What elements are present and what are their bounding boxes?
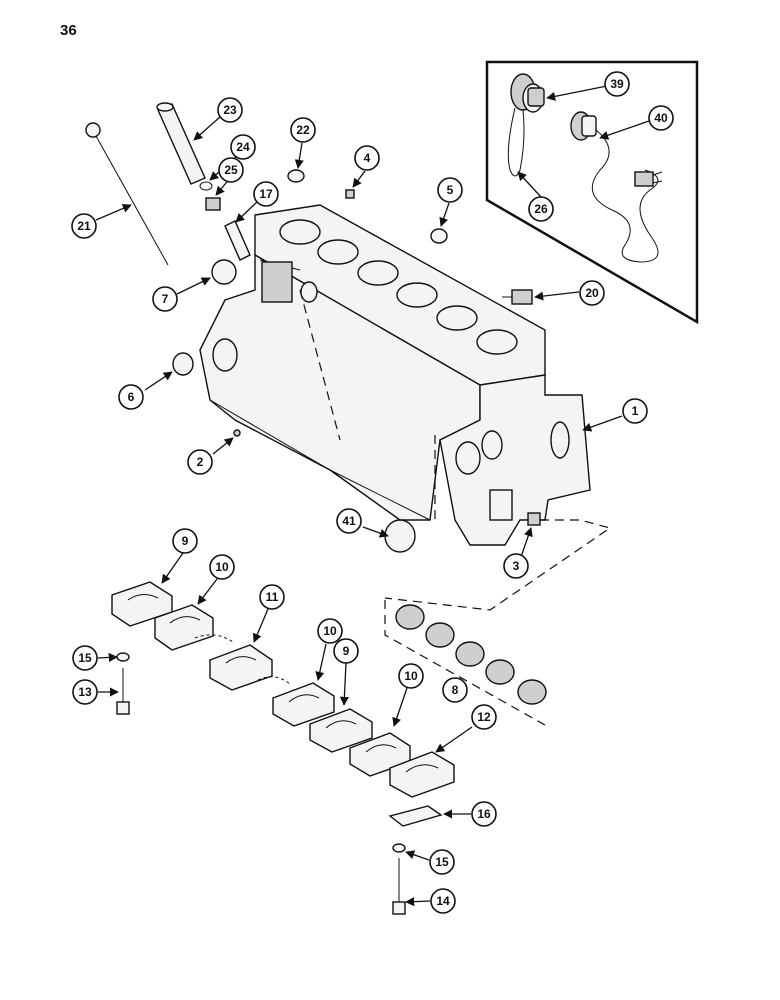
svg-text:26: 26 (534, 202, 548, 216)
pin-2 (233, 429, 241, 437)
bearing-group-outline (384, 600, 546, 726)
svg-text:11: 11 (266, 590, 279, 604)
callout-21: 41 (336, 508, 362, 534)
svg-text:24: 24 (236, 140, 250, 154)
dowel-3 (527, 512, 541, 526)
callout-16: 16 (471, 801, 497, 827)
washer-15-a (116, 652, 130, 662)
callout-11: 11 (259, 584, 285, 610)
camshaft-bushings-8 (395, 604, 547, 705)
callout-39: 26 (528, 196, 554, 222)
cylinder-bores (279, 219, 518, 355)
page-number: 36 (60, 22, 77, 39)
callout-26: 25 (218, 157, 244, 183)
tube-17 (224, 220, 251, 261)
plug-7 (211, 259, 237, 285)
bolt-14 (392, 858, 406, 915)
callout-12: 12 (471, 704, 497, 730)
svg-text:13: 13 (78, 685, 92, 699)
callout-10-c: 10 (398, 663, 424, 689)
svg-text:41: 41 (342, 514, 356, 528)
callout-40: 39 (604, 71, 630, 97)
svg-text:16: 16 (477, 807, 491, 821)
plate-16 (388, 805, 443, 827)
svg-text:15: 15 (435, 855, 449, 869)
svg-text:15: 15 (78, 651, 92, 665)
svg-text:7: 7 (162, 292, 169, 306)
callout-13: 13 (72, 679, 98, 705)
svg-text:39: 39 (610, 77, 624, 91)
svg-text:8: 8 (452, 683, 459, 697)
callout-22: 22 (290, 117, 316, 143)
heater-cord-41 (570, 111, 663, 263)
sensor-20 (502, 289, 533, 305)
plug-21 (384, 519, 416, 553)
bearing-cap-12 (389, 751, 455, 798)
callout-41: 40 (648, 105, 674, 131)
dipstick-23 (85, 122, 169, 266)
svg-text:14: 14 (436, 894, 450, 908)
heater-element-39 (507, 73, 545, 177)
callout-15-a: 15 (72, 645, 98, 671)
svg-text:40: 40 (654, 111, 668, 125)
callout-20: 20 (579, 280, 605, 306)
callout-9-a: 9 (172, 528, 198, 554)
callout-15-b: 15 (429, 849, 455, 875)
svg-text:2: 2 (197, 455, 204, 469)
o-ring-25 (199, 181, 213, 191)
plug-5 (430, 228, 448, 244)
callout-6: 6 (118, 384, 144, 410)
svg-text:3: 3 (513, 559, 520, 573)
plug-22 (287, 169, 305, 183)
bolt-13 (116, 668, 130, 715)
callout-1: 1 (622, 398, 648, 424)
bearing-cap-11 (194, 634, 291, 691)
callout-7: 7 (152, 286, 178, 312)
callout-10-a: 10 (209, 554, 235, 580)
svg-text:10: 10 (404, 669, 418, 683)
callout-10-b: 10 (317, 618, 343, 644)
bearing-cap-10-b (272, 682, 335, 727)
callout-17: 17 (253, 181, 279, 207)
svg-text:1: 1 (632, 404, 639, 418)
svg-text:23: 23 (223, 103, 237, 117)
bearing-cap-9-b (309, 708, 373, 753)
svg-text:9: 9 (182, 534, 189, 548)
svg-text:17: 17 (259, 187, 273, 201)
svg-text:9: 9 (343, 644, 350, 658)
callout-23: 21 (71, 213, 97, 239)
callout-5: 5 (437, 177, 463, 203)
svg-text:25: 25 (224, 163, 238, 177)
plug-6 (172, 352, 194, 376)
svg-text:10: 10 (323, 624, 337, 638)
cylinder-block (199, 204, 591, 546)
inset-panel (485, 60, 699, 325)
svg-text:4: 4 (364, 151, 371, 165)
svg-text:20: 20 (585, 286, 599, 300)
bearing-cap-9-a (111, 581, 173, 627)
bearing-cap-10-a (154, 604, 214, 651)
svg-text:10: 10 (215, 560, 229, 574)
callout-9-b: 9 (333, 638, 359, 664)
callout-8: 8 (442, 677, 468, 703)
svg-text:22: 22 (296, 123, 310, 137)
svg-text:12: 12 (477, 710, 491, 724)
dipstick-tube-24 (156, 102, 206, 185)
clamp-26 (205, 197, 221, 211)
callout-25: 24 (230, 134, 256, 160)
callout-14: 14 (430, 888, 456, 914)
callout-3: 3 (503, 553, 529, 579)
svg-text:6: 6 (128, 390, 135, 404)
washer-15-b (392, 843, 406, 853)
callout-4: 4 (354, 145, 380, 171)
svg-text:5: 5 (447, 183, 454, 197)
svg-text:21: 21 (77, 219, 91, 233)
callout-24: 23 (217, 97, 243, 123)
callout-2: 2 (187, 449, 213, 475)
dowel-4 (345, 189, 355, 199)
